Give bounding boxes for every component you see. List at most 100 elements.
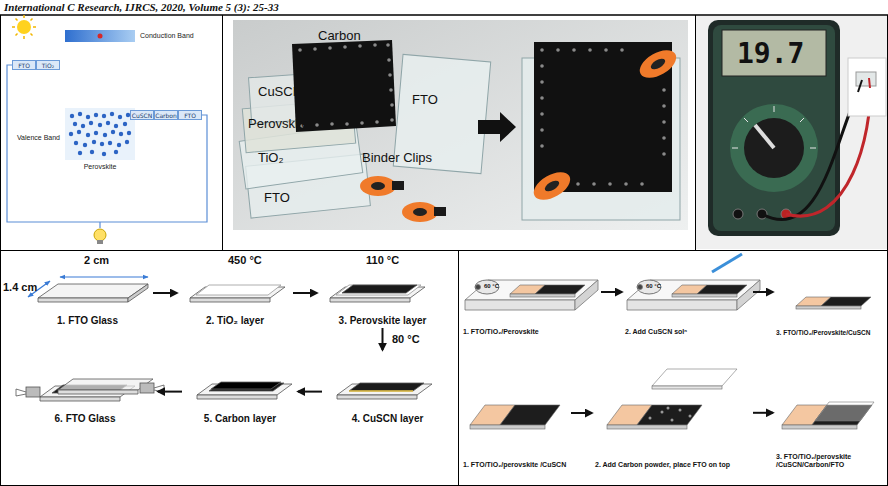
- part-label: FTO: [412, 92, 438, 107]
- panel-frame: [0, 250, 888, 251]
- energy-band: [127, 131, 131, 135]
- sun-icon: [12, 15, 36, 39]
- layer-stack: [40, 397, 120, 401]
- temperature-label: 110 °C: [366, 254, 399, 266]
- sample-cell: [679, 409, 682, 412]
- sample-cell: [667, 407, 670, 410]
- node-label: FTO: [184, 112, 196, 119]
- photo-exploded-cell: [662, 104, 666, 108]
- energy-band: [117, 143, 121, 147]
- photo-exploded-cell: [662, 120, 666, 124]
- part-label: TiO₂: [258, 150, 284, 165]
- energy-band: [65, 30, 135, 42]
- dimension-arrow: [60, 276, 148, 277]
- layer-stack: [38, 298, 128, 302]
- process-step: 3. FTO/TiO₂/Perovskite/CuSCN: [776, 262, 886, 337]
- photo-exploded-cell: [635, 44, 681, 83]
- energy-band: [114, 150, 118, 154]
- energy-band: [86, 115, 90, 119]
- energy-band: [83, 143, 87, 147]
- process-step: 4. CuSCN layer: [325, 352, 450, 424]
- photo-exploded-cell: [360, 121, 364, 125]
- process-step: 2. Add CuSCN solⁿ: [625, 262, 750, 337]
- photo-exploded-cell: [402, 202, 438, 222]
- node-label: 1. FTO/TiO₂/Perovskite: [463, 328, 539, 337]
- node-label: 3. FTO/TiO₂/Perovskite/CuSCN: [776, 329, 870, 337]
- photo-exploded-cell: [233, 20, 688, 230]
- photo-exploded-cell: [620, 48, 624, 52]
- energy-band: [69, 112, 131, 156]
- layer-stack: [197, 395, 277, 399]
- layer-stack: [211, 382, 281, 389]
- sample-cell: [815, 402, 874, 421]
- layer-stack: [16, 284, 432, 401]
- process-step: 1. FTO/TiO₂/Perovskite: [463, 262, 598, 337]
- node-label: Valence Band: [17, 134, 60, 141]
- photo-exploded-cell: [540, 144, 544, 148]
- layer-stack: [349, 383, 424, 391]
- layer-stack: [16, 389, 26, 396]
- energy-band: [125, 140, 129, 144]
- node-label: 2. TiO₂ layer: [206, 315, 264, 326]
- layer-stack: [337, 384, 432, 395]
- node-label: 2. Add CuSCN solⁿ: [625, 328, 687, 337]
- layer-stack: [58, 379, 153, 390]
- energy-band: [73, 122, 77, 126]
- process-step: 6. FTO Glass: [15, 352, 155, 424]
- layer-stack: [128, 284, 148, 302]
- multimeter-photo: [708, 20, 840, 236]
- energy-band: [98, 34, 103, 39]
- photo-exploded-cell: [387, 58, 391, 62]
- photo-exploded-cell: [576, 182, 580, 186]
- multimeter-photo: [722, 30, 826, 76]
- energy-band: [81, 124, 85, 128]
- flow-arrow: [293, 292, 317, 294]
- photo-exploded-cell: [371, 182, 385, 190]
- multimeter-photo: [744, 118, 804, 178]
- hotplate: [475, 280, 499, 294]
- energy-band: [90, 150, 94, 154]
- sample-cell: [697, 285, 747, 294]
- part-label: Binder Clips: [362, 150, 432, 165]
- energy-band: [119, 132, 123, 136]
- flow-arrow: [158, 391, 182, 393]
- hotplate: [737, 280, 760, 310]
- temperature-label: 450 °C: [228, 254, 262, 266]
- hotplate: [476, 285, 481, 290]
- flow-arrow: [601, 291, 622, 293]
- photo-exploded-cell: [345, 122, 349, 126]
- photo-exploded-cell: [343, 45, 347, 49]
- photo-exploded-cell: [298, 43, 394, 128]
- photo-exploded-cell: [389, 88, 393, 92]
- process-step: 3. Perovskite layer: [320, 266, 445, 326]
- photo-exploded-cell: [592, 182, 596, 186]
- panel-frame: [458, 250, 459, 486]
- node-label: Conduction Band: [140, 32, 194, 39]
- photo-exploded-cell: [540, 96, 544, 100]
- sample-cell: [661, 411, 664, 414]
- panel-frame: [0, 485, 888, 486]
- hotplate: [465, 300, 575, 310]
- multimeter-photo: [762, 92, 858, 220]
- multimeter-photo: [696, 16, 887, 249]
- layer-stack: [209, 383, 284, 391]
- panel-frame: [222, 15, 223, 250]
- panel-frame: [0, 14, 888, 16]
- photo-exploded-cell: [640, 182, 644, 186]
- node-label: 1. FTO/TiO₂/perovskite /CuSCN: [463, 461, 566, 470]
- flow-arrow: [382, 328, 384, 350]
- photo-exploded-cell: [540, 128, 544, 132]
- process-step: 1. FTO/TiO₂/perovskite /CuSCN: [463, 375, 568, 470]
- process-step: 3. FTO/TiO₂/perovskite /CuSCN/Carbon/FTO: [776, 375, 886, 470]
- photo-exploded-cell: [604, 48, 608, 52]
- sample-cell: [470, 425, 545, 429]
- sample-cell: [649, 417, 652, 420]
- layer-stack: [26, 387, 40, 397]
- flow-arrow: [571, 412, 592, 414]
- sample-cell: [649, 407, 692, 422]
- energy-band: [123, 122, 127, 126]
- energy-band: [103, 133, 107, 137]
- photo-exploded-cell: [390, 118, 394, 122]
- photo-exploded-cell: [390, 103, 394, 107]
- meter-reading: 19.7: [737, 37, 804, 70]
